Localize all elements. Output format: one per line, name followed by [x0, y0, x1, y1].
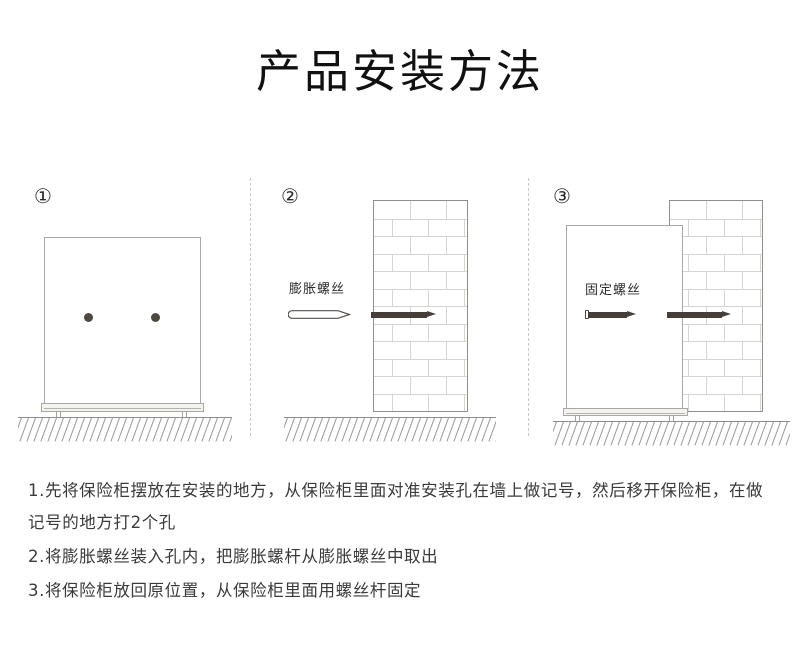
bolt-tip — [427, 311, 436, 317]
step-badge-2: ② — [281, 184, 299, 208]
ground-hatching — [553, 422, 790, 446]
bolt-shaft — [667, 312, 722, 318]
embedded-bolt-3 — [667, 311, 731, 318]
ground-line-3 — [553, 421, 790, 447]
embedded-bolt-2 — [371, 311, 436, 318]
ground-hatching — [18, 418, 232, 442]
fixing-bolt-label: 固定螺丝 — [585, 283, 642, 298]
base-plate-line — [44, 408, 201, 409]
instruction-line-2: 2.将膨胀螺丝装入孔内，把膨胀螺杆从膨胀螺丝中取出 — [28, 547, 439, 566]
step-badge-1: ① — [34, 184, 52, 208]
installation-diagram: ① ② 膨胀螺丝 — [0, 170, 800, 446]
safe-body — [44, 237, 201, 405]
step-panel-2: ② 膨胀螺丝 — [251, 170, 528, 443]
ground-hatching — [284, 418, 496, 442]
safe-base-plate-1 — [41, 403, 204, 412]
ground-line-1 — [18, 417, 232, 443]
safe-cabinet-1 — [44, 237, 201, 405]
ground-surface — [284, 417, 496, 418]
safe-base-plate-3 — [563, 408, 688, 416]
ground-line-2 — [284, 417, 496, 443]
bolt-shaft — [589, 312, 627, 318]
fixing-bolt-3 — [585, 310, 637, 319]
brick-wall-2 — [373, 200, 468, 412]
step-panel-3: ③ 固定螺丝 — [529, 170, 800, 446]
step-badge-3: ③ — [553, 184, 571, 208]
base-plate-line — [566, 413, 685, 414]
bolt-tip — [722, 311, 731, 317]
expansion-sleeve-icon — [288, 310, 351, 319]
page-title: 产品安装方法 — [255, 45, 544, 98]
bolt-tip — [627, 311, 636, 317]
step-panel-1: ① — [0, 170, 250, 443]
mounting-hole-right — [151, 313, 160, 322]
brick-wall-3 — [669, 200, 763, 412]
ground-surface — [18, 417, 232, 418]
expansion-bolt-label: 膨胀螺丝 — [289, 282, 346, 297]
instruction-line-3: 3.将保险柜放回原位置，从保险柜里面用螺丝杆固定 — [28, 581, 422, 600]
instructions-block: 1.先将保险柜摆放在安装的地方，从保险柜里面对准安装孔在墙上做记号，然后移开保险… — [28, 475, 774, 609]
ground-surface — [553, 421, 790, 422]
panel-divider-1 — [250, 178, 251, 436]
bolt-head — [585, 310, 589, 319]
bolt-shaft — [371, 312, 427, 318]
panel-divider-2 — [528, 178, 529, 436]
instruction-line-1: 1.先将保险柜摆放在安装的地方，从保险柜里面对准安装孔在墙上做记号，然后移开保险… — [28, 481, 764, 532]
mounting-hole-left — [84, 313, 93, 322]
